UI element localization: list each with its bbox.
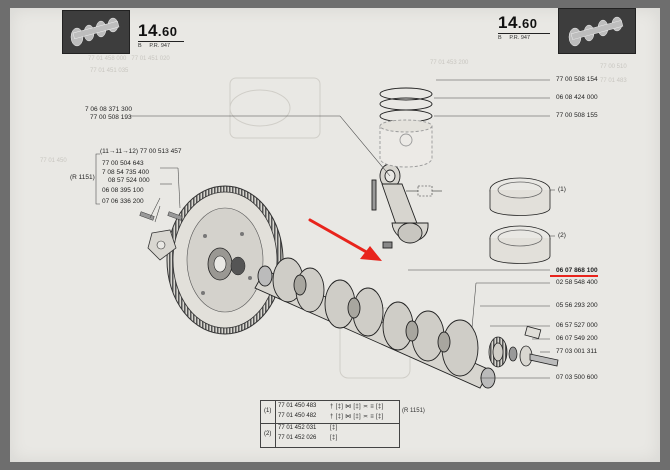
piston — [379, 87, 433, 168]
table-index-1: (1) — [264, 408, 272, 414]
part-ref-piston-2: 06 08 424 000 — [556, 94, 598, 101]
part-ref-left-group-1: (11→11→12) 77 00 513 457 — [100, 148, 182, 155]
crankshaft-thumbnail-icon — [63, 11, 129, 53]
reference-table — [260, 400, 400, 448]
part-ref-left-group-3: 7 08 54 735 400 — [102, 169, 149, 176]
group-marker-left: (R 1151) — [70, 174, 95, 181]
table-ref-2: 77 01 450 482 — [278, 413, 317, 419]
part-ref-left-group-5: 06 08 395 100 — [102, 187, 144, 194]
crank-gear — [488, 325, 559, 368]
table-index-2: (2) — [264, 431, 272, 437]
table-group-marker: (R 1151) — [402, 408, 425, 414]
leader-lines — [95, 79, 555, 379]
part-ref-crank-2: 02 58 548 400 — [556, 279, 598, 286]
part-ref-piston-1: 77 00 508 154 — [556, 76, 598, 83]
connecting-rod — [371, 163, 429, 249]
table-symbols-4: [‡] — [330, 435, 338, 441]
part-ref-left-group-4: 08 57 524 000 — [108, 177, 150, 184]
piston-variant-label-2: (2) — [558, 232, 566, 239]
piston-variants — [489, 177, 551, 264]
table-symbols-3: [‡] — [330, 425, 338, 431]
table-ref-3: 77 01 452 031 — [278, 425, 317, 431]
part-ref-left-top-2: 77 00 508 193 — [90, 114, 132, 121]
part-ref-crank-4: 06 57 527 000 — [556, 322, 598, 329]
header-thumbnail-right — [558, 8, 636, 54]
crankshaft-thumbnail-icon — [559, 9, 635, 53]
exploded-diagram — [95, 77, 598, 389]
header-thumbnail-left — [62, 10, 130, 54]
part-ref-left-group-2: 77 00 504 643 — [102, 160, 144, 167]
table-symbols-2: † [‡] ⋈ [‡] ≍ ≡ [‡] — [330, 414, 384, 420]
part-ref-crank-5: 06 07 549 200 — [556, 335, 598, 342]
part-ref-left-group-6: 07 06 336 200 — [102, 198, 144, 205]
part-ref-left-top-1: 7 06 08 371 300 — [85, 106, 132, 113]
red-arrow-annotation — [308, 218, 382, 261]
part-ref-crank-6: 77 03 001 311 — [556, 348, 598, 355]
table-symbols-1: † [‡] ⋈ [‡] ≍ ≡ [‡] — [330, 404, 384, 410]
part-ref-crank-3: 05 56 293 200 — [556, 302, 598, 309]
header-sub-right: B P.R. 947 — [498, 35, 531, 41]
part-ref-crank-1-highlighted: 06 07 868 100 — [556, 267, 598, 274]
table-ref-4: 77 01 452 026 — [278, 435, 317, 441]
piston-variant-label-1: (1) — [558, 186, 566, 193]
page-number-left: 14.60 — [138, 21, 178, 40]
crankshaft — [254, 257, 496, 389]
part-ref-crank-7: 07 03 500 600 — [556, 374, 598, 381]
bolt-plate — [139, 211, 183, 261]
flywheel — [166, 185, 284, 335]
table-ref-1: 77 01 450 483 — [278, 403, 317, 409]
page-number-right: 14.60 — [498, 13, 538, 32]
header-sub-left: B P.R. 947 — [138, 43, 171, 49]
part-ref-piston-3: 77 00 508 155 — [556, 112, 598, 119]
catalog-page: 14.60 B P.R. 947 14.60 B P.R. 947 77 01 … — [10, 8, 660, 462]
